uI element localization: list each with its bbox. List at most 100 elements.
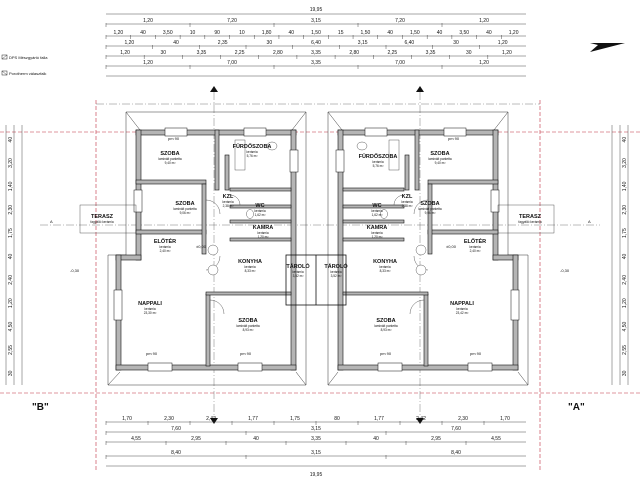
room-area: 5,76 m²	[247, 154, 258, 158]
dim-value: 40	[387, 30, 393, 36]
walls-right-unit	[337, 129, 519, 371]
section-mark-label: A	[588, 219, 591, 224]
room-area: 1,20 m²	[372, 235, 383, 239]
dim-value: 2,95	[191, 436, 201, 442]
north-arrow-icon	[590, 43, 625, 52]
dim-value: 7,60	[171, 426, 181, 432]
dim-value: 3,15	[311, 18, 321, 24]
window-label: pm 90	[380, 351, 392, 356]
dim-value: 80	[334, 416, 340, 422]
room-floor: laminált parketta	[158, 157, 182, 161]
terraces	[79, 204, 555, 234]
legend: DPS Mészgyártó falla Porotherm válaszfal…	[1, 54, 48, 76]
room-area: 8,93 m²	[381, 328, 392, 332]
dim-value: 3,20	[622, 158, 628, 168]
storage-block	[285, 254, 347, 306]
room-floor: kerámia	[401, 200, 413, 204]
dim-value: 40	[8, 254, 14, 260]
dim-value: 6,40	[311, 40, 321, 46]
room-area: 8,33 m²	[245, 269, 256, 273]
room-floor: kerámia	[379, 265, 391, 269]
dim-value: 3,20	[8, 158, 14, 168]
dim-value: 7,00	[227, 60, 237, 66]
dim-value: 1,50	[361, 30, 371, 36]
room-name: SZOBA	[430, 151, 449, 157]
dim-value: 1,20	[143, 18, 153, 24]
room-name: SZOBA	[420, 201, 439, 207]
room-area: 8,33 m²	[380, 269, 391, 273]
room-area: 3,52 m²	[293, 274, 304, 278]
dim-value: 1,70	[122, 416, 132, 422]
site-boundary-lines	[0, 100, 640, 470]
room-area: 1,62 m²	[255, 213, 266, 217]
room-floor: fagyálló kerámia	[90, 220, 113, 224]
room-area: 5,76 m²	[373, 164, 384, 168]
dim-value: 1,70	[500, 416, 510, 422]
room-floor: kerámia	[330, 270, 342, 274]
dim-value: 4,50	[622, 322, 628, 332]
dim-value: 2,40	[8, 275, 14, 285]
room-name: WC	[372, 203, 381, 209]
dim-value: 90	[214, 30, 220, 36]
dim-value: 1,77	[374, 416, 384, 422]
room-area: 9,06 m²	[180, 211, 191, 215]
room-name: ELŐTÉR	[154, 237, 176, 245]
top-total-dim: 19,95	[310, 7, 323, 13]
dim-value: 1,20	[479, 18, 489, 24]
dim-value: 3,35	[426, 50, 436, 56]
room-floor: kerámia	[292, 270, 304, 274]
dim-value: 40	[140, 30, 146, 36]
dim-value: 40	[253, 436, 259, 442]
window-label: pm 90	[448, 136, 460, 141]
dim-value: 1,20	[509, 30, 519, 36]
level-mark: -0,30	[70, 268, 80, 273]
dim-value: 2,95	[431, 436, 441, 442]
room-name: NAPPALI	[450, 301, 474, 307]
dim-value: 3,35	[197, 50, 207, 56]
dim-value: 2,30	[622, 205, 628, 215]
room-name: KONYHA	[238, 259, 262, 265]
room-floor: kerámia	[254, 209, 266, 213]
room-name: FÜRDŐSZOBA	[233, 143, 272, 150]
walls-left-unit	[115, 129, 297, 371]
top-dimension-chains	[106, 13, 526, 77]
window-label: pm 90	[240, 351, 252, 356]
room-name: SZOBA	[238, 318, 257, 324]
dim-value: 30	[8, 370, 14, 376]
dim-value: 1,20	[479, 60, 489, 66]
dim-value: 2,30	[8, 205, 14, 215]
room-name: ELŐTÉR	[464, 237, 486, 245]
dim-value: 40	[622, 137, 628, 143]
room-floor: kerámia	[469, 245, 481, 249]
side-dimension-lines	[5, 125, 629, 385]
dim-value: 1,20	[113, 30, 123, 36]
dim-value: 2,25	[387, 50, 397, 56]
dim-value: 40	[437, 30, 443, 36]
room-area: 2,40 m²	[470, 249, 481, 253]
dim-value: 1,20	[120, 50, 130, 56]
dim-value: 3,35	[311, 50, 321, 56]
sanitary-fixtures	[207, 139, 427, 276]
dim-value: 30	[160, 50, 166, 56]
room-name: KAMRA	[367, 225, 387, 231]
dim-value: 1,20	[8, 298, 14, 308]
bottom-total-dim: 19,95	[310, 472, 323, 478]
room-name: WC	[255, 203, 264, 209]
